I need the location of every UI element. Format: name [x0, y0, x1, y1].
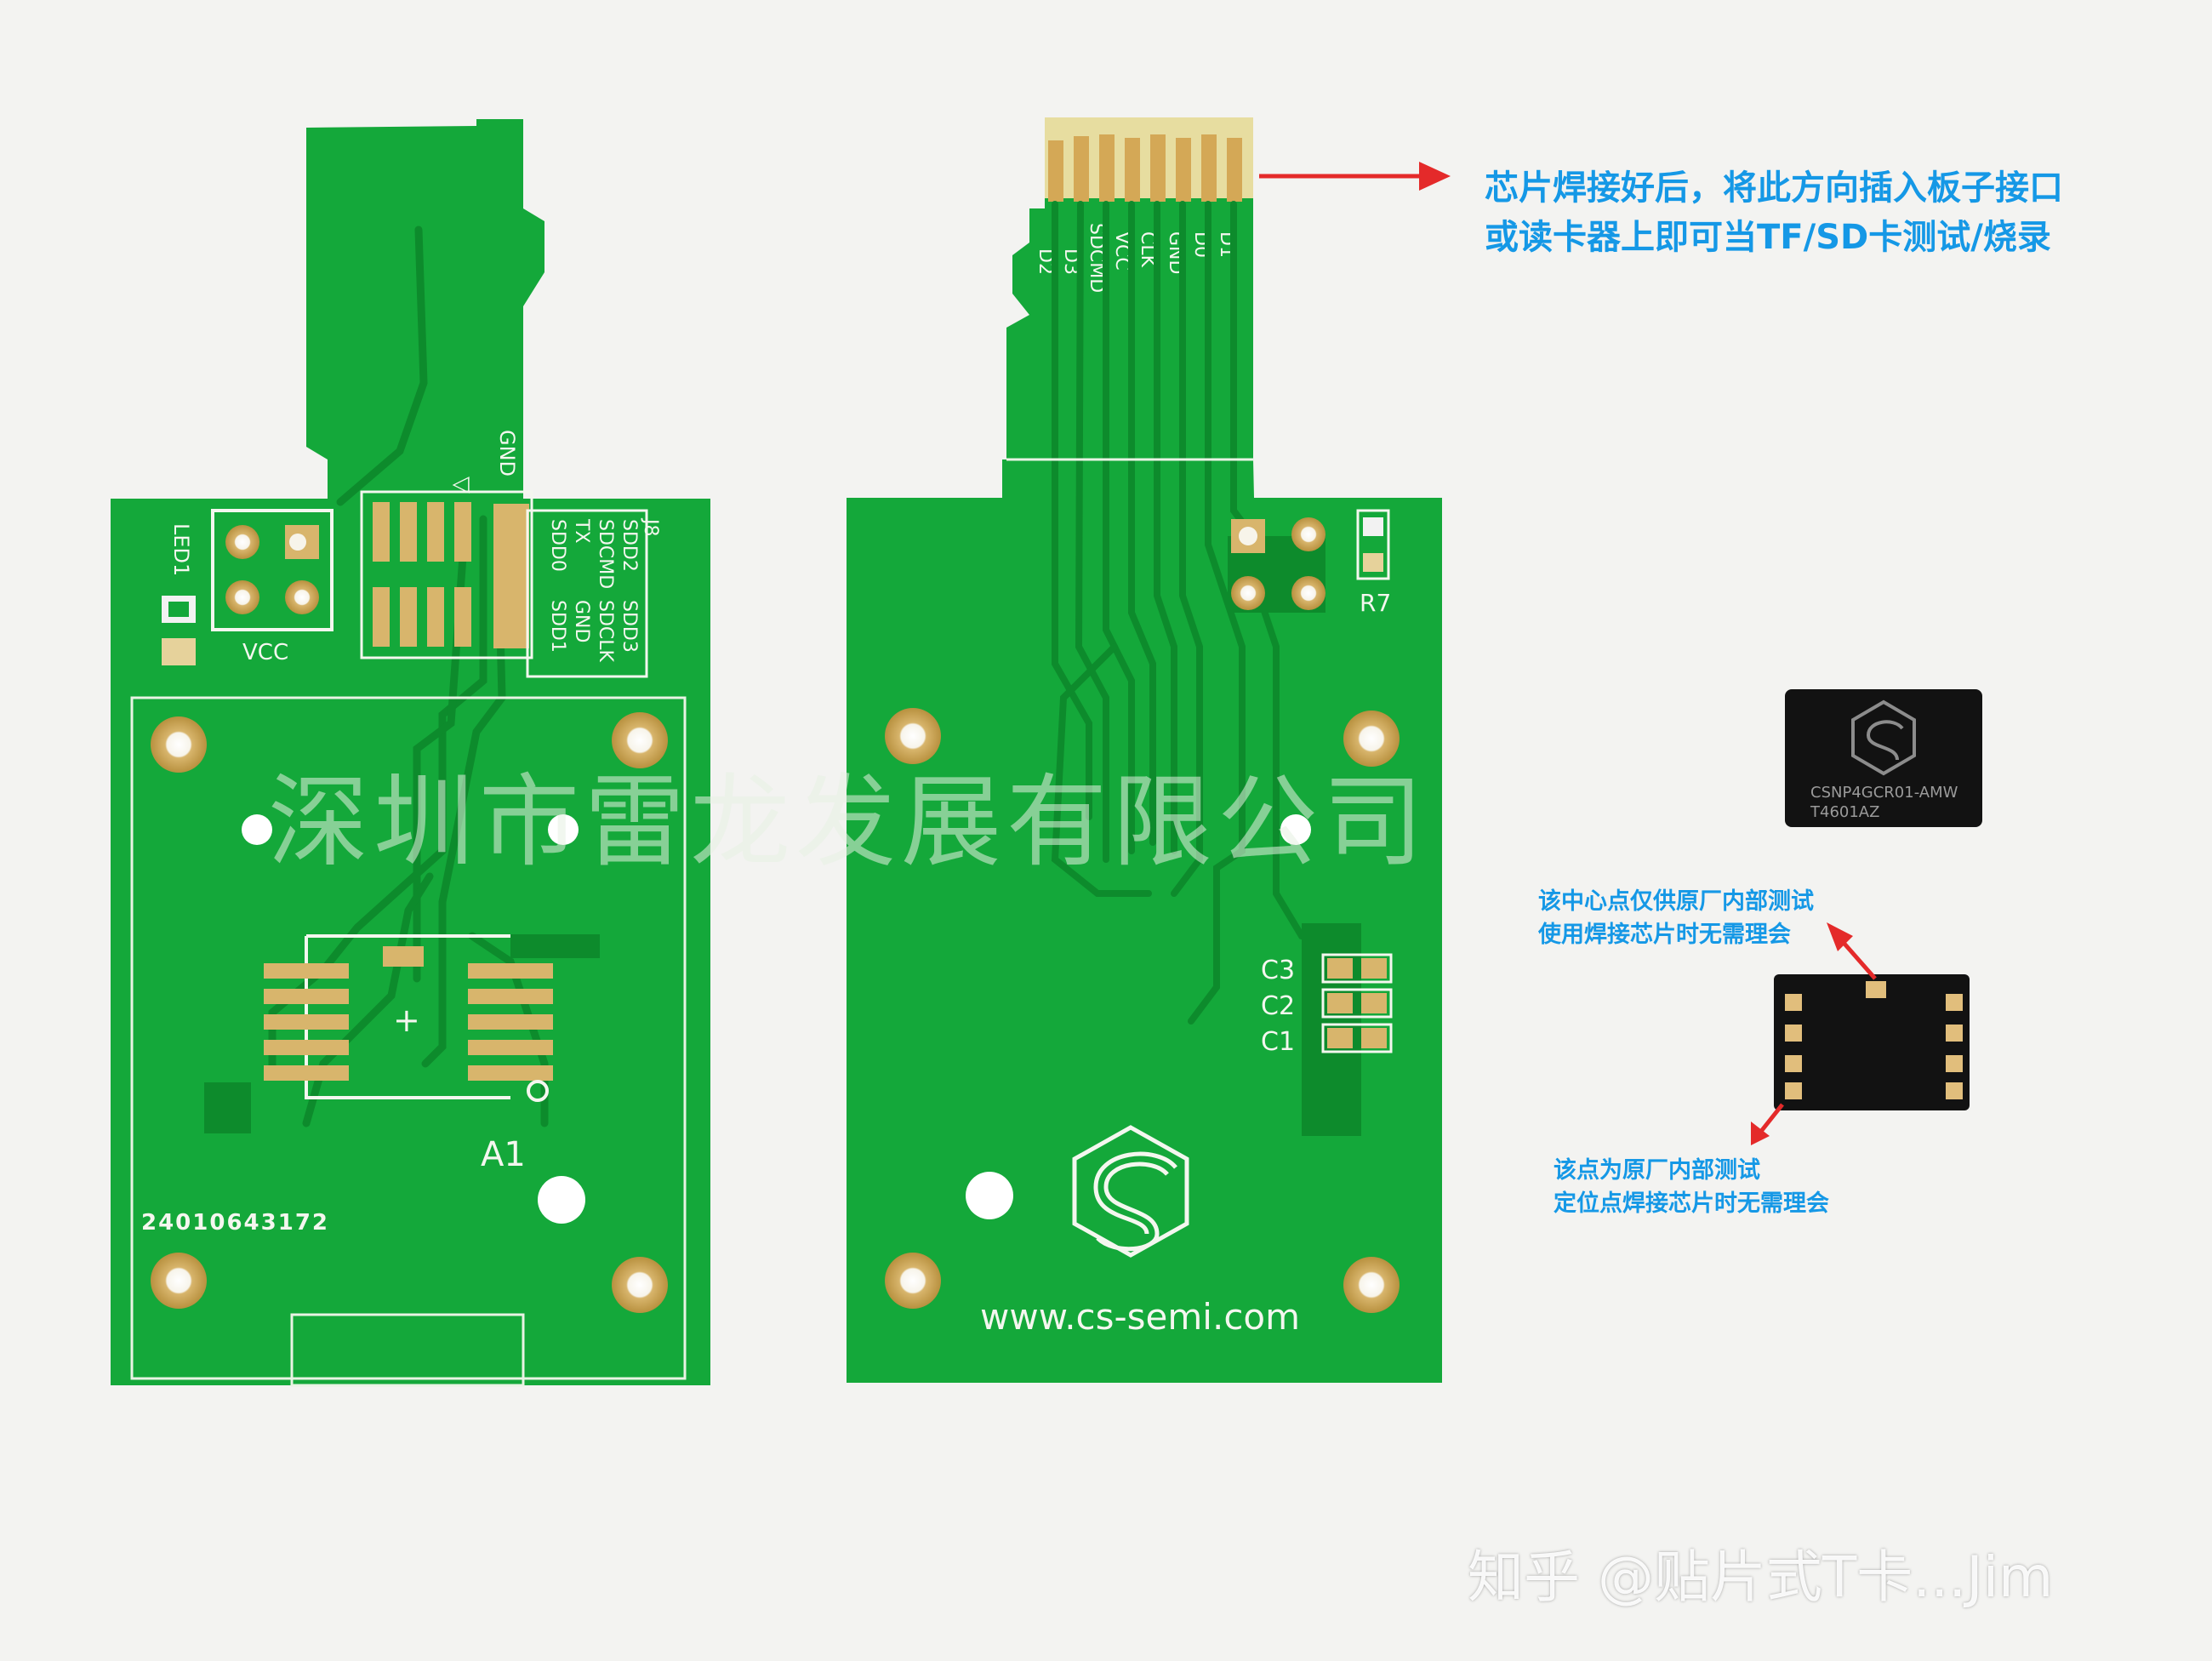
mounting-hole [1343, 711, 1400, 767]
resistor-label: R7 [1360, 589, 1391, 617]
header-pin-label: SDD3 [619, 600, 640, 653]
chip-marking: CSNP4GCR01-AMW [1810, 784, 1958, 802]
vcc-pad [225, 580, 259, 614]
header-pin-label: SDCMD [595, 519, 616, 589]
mounting-hole [612, 712, 668, 768]
cs-semi-logo [1072, 1125, 1189, 1258]
zhihu-watermark: 知乎 @贴片式T卡...Jim [1468, 1544, 2054, 1610]
header-label: J8 [640, 517, 661, 537]
gnd-triangle: ▽ [449, 477, 475, 494]
mounting-hole [151, 1253, 207, 1309]
header-pin-label: SDCLK [595, 600, 616, 663]
serial-number: 24010643172 [141, 1210, 329, 1236]
mounting-hole [612, 1257, 668, 1313]
header-pin-label: GND [571, 600, 592, 642]
chip-logo [1851, 699, 1916, 776]
npth-hole [242, 814, 272, 845]
gnd-label: GND [495, 430, 519, 477]
note-line: 该中心点仅供原厂内部测试 [1538, 888, 1814, 915]
left-usb-silk [290, 1313, 525, 1387]
vcc-jumper-box [211, 509, 334, 631]
test-pad [204, 1082, 251, 1133]
led-component: LED1 [162, 523, 196, 665]
center-test-pad [1866, 981, 1886, 998]
header-label-box [526, 509, 648, 678]
header-pin-label: SDD2 [619, 519, 640, 572]
company-watermark: 深圳市雷龙发展有限公司 [268, 763, 1429, 881]
gold-fingers [1045, 117, 1253, 202]
header-pin-label: SDD1 [547, 600, 568, 653]
red-arrows [1259, 162, 1877, 1145]
led-label: LED1 [169, 523, 193, 576]
note-line: 或读卡器上即可当TF/SD卡测试/烧录 [1485, 218, 2051, 257]
arrow-head [1419, 162, 1451, 191]
mounting-hole [885, 708, 941, 764]
cap-label: C2 [1261, 991, 1295, 1021]
capacitor-pads [1321, 953, 1393, 1053]
header-silk-box [360, 490, 533, 659]
cap-label: C1 [1261, 1027, 1295, 1057]
cap-label: C3 [1261, 956, 1295, 985]
header-pads [373, 502, 529, 648]
arrow-to-corner-pad [1758, 1103, 1784, 1135]
website-url: www.cs-semi.com [980, 1296, 1300, 1338]
left-silk-box [130, 696, 687, 1380]
right-pcb-board: D2 D3 SDCMD VCC CLK GND D0 D1 [847, 117, 1442, 1383]
npth-hole [548, 814, 579, 845]
chip-bottom-view [1774, 974, 1970, 1110]
through-pad [1291, 576, 1325, 610]
left-pcb-board: LED1 VCC GND ▽ J8 SDD2 SDD3 SDCMD SDCLK … [111, 119, 710, 1387]
note-line: 使用焊接芯片时无需理会 [1538, 922, 1791, 949]
vcc-pad [225, 525, 259, 559]
main-instruction-note: 芯片焊接好后，将此方向插入板子接口 或读卡器上即可当TF/SD卡测试/烧录 [1485, 163, 2063, 262]
header-pin-label: TX [571, 518, 592, 544]
through-pad [1231, 576, 1265, 610]
center-pad-note: 该中心点仅供原厂内部测试 使用焊接芯片时无需理会 [1538, 885, 1814, 951]
header-pin-label: SDD0 [547, 519, 568, 572]
through-pad [1291, 517, 1325, 551]
right-board-outline [847, 119, 1442, 1383]
npth-hole [538, 1176, 585, 1224]
npth-hole [1280, 814, 1311, 845]
left-board-outline [111, 119, 710, 1385]
mounting-hole [1343, 1257, 1400, 1313]
chip-top-view: CSNP4GCR01-AMW T4601AZ [1785, 689, 1982, 827]
corner-pad-note: 该点为原厂内部测试 定位点焊接芯片时无需理会 [1554, 1154, 1829, 1220]
chip-marking: T4601AZ [1810, 803, 1879, 821]
chip-designator: A1 [481, 1135, 526, 1174]
note-line: 定位点焊接芯片时无需理会 [1554, 1190, 1829, 1218]
plus-marker: + [393, 1002, 420, 1039]
vcc-label: VCC [242, 640, 288, 665]
chip-pads [1785, 994, 1963, 1099]
npth-hole [966, 1172, 1013, 1219]
resistor-outline [1356, 509, 1390, 580]
mounting-hole [885, 1253, 941, 1309]
note-line: 该点为原厂内部测试 [1554, 1157, 1760, 1184]
mounting-hole [151, 716, 207, 773]
note-line: 芯片焊接好后，将此方向插入板子接口 [1485, 168, 2063, 208]
chip-footprint: + [264, 934, 600, 1102]
vcc-pad [285, 580, 319, 614]
